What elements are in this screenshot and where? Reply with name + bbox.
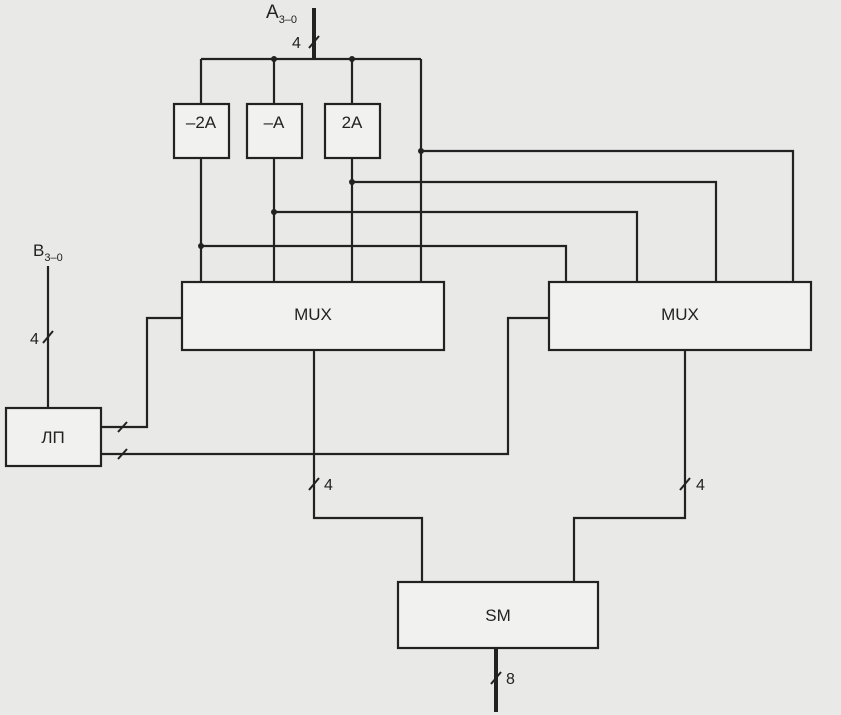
junction-dot <box>271 209 277 215</box>
two-a-label: 2A <box>342 113 363 132</box>
neg-a-label: –A <box>264 113 285 132</box>
wire-nega-to-right-mux <box>274 210 639 282</box>
b-bus-width-tick <box>42 330 54 344</box>
mux-right-output-bus <box>572 350 687 582</box>
sm-block <box>396 580 600 650</box>
junction-dot <box>349 179 355 185</box>
mux-left-label: MUX <box>294 305 332 324</box>
mux-right-width-tick <box>679 477 691 491</box>
neg-a-block <box>245 102 304 160</box>
b-input-label: B3–0 <box>33 241 63 264</box>
b-bus-width-label: 4 <box>30 331 39 348</box>
sm-label: SM <box>485 606 511 625</box>
wire-2a-to-right-mux <box>352 180 718 282</box>
mux-right-block <box>547 280 813 352</box>
two-a-block <box>323 102 382 160</box>
a-input-label: A3–0 <box>266 2 297 26</box>
mux-left-block <box>180 280 446 352</box>
mux-right-width-label: 4 <box>696 477 705 494</box>
neg-2a-label: –2A <box>186 113 217 132</box>
control-line-right-mux <box>101 316 549 456</box>
wire-neg2a-to-right-mux <box>201 244 568 282</box>
mux-left-output-bus <box>312 350 424 582</box>
lp-label: ЛП <box>41 428 64 447</box>
junction-dot <box>271 56 277 62</box>
wire-a-to-right-mux <box>421 149 795 282</box>
sm-output-width-tick <box>490 671 502 685</box>
mux-left-width-label: 4 <box>324 477 333 494</box>
junction-dot <box>349 56 355 62</box>
a-bus-width-label: 4 <box>292 35 301 52</box>
mux-right-label: MUX <box>661 305 699 324</box>
junction-dot <box>418 148 424 154</box>
mux-left-width-tick <box>308 477 320 491</box>
control-line-left-mux <box>101 316 182 429</box>
sm-output-width-label: 8 <box>506 671 515 688</box>
a-bus-width-tick <box>308 35 320 49</box>
junction-dot <box>198 243 204 249</box>
lp-block <box>4 406 103 468</box>
control-tick <box>117 448 128 460</box>
control-tick <box>117 421 128 433</box>
